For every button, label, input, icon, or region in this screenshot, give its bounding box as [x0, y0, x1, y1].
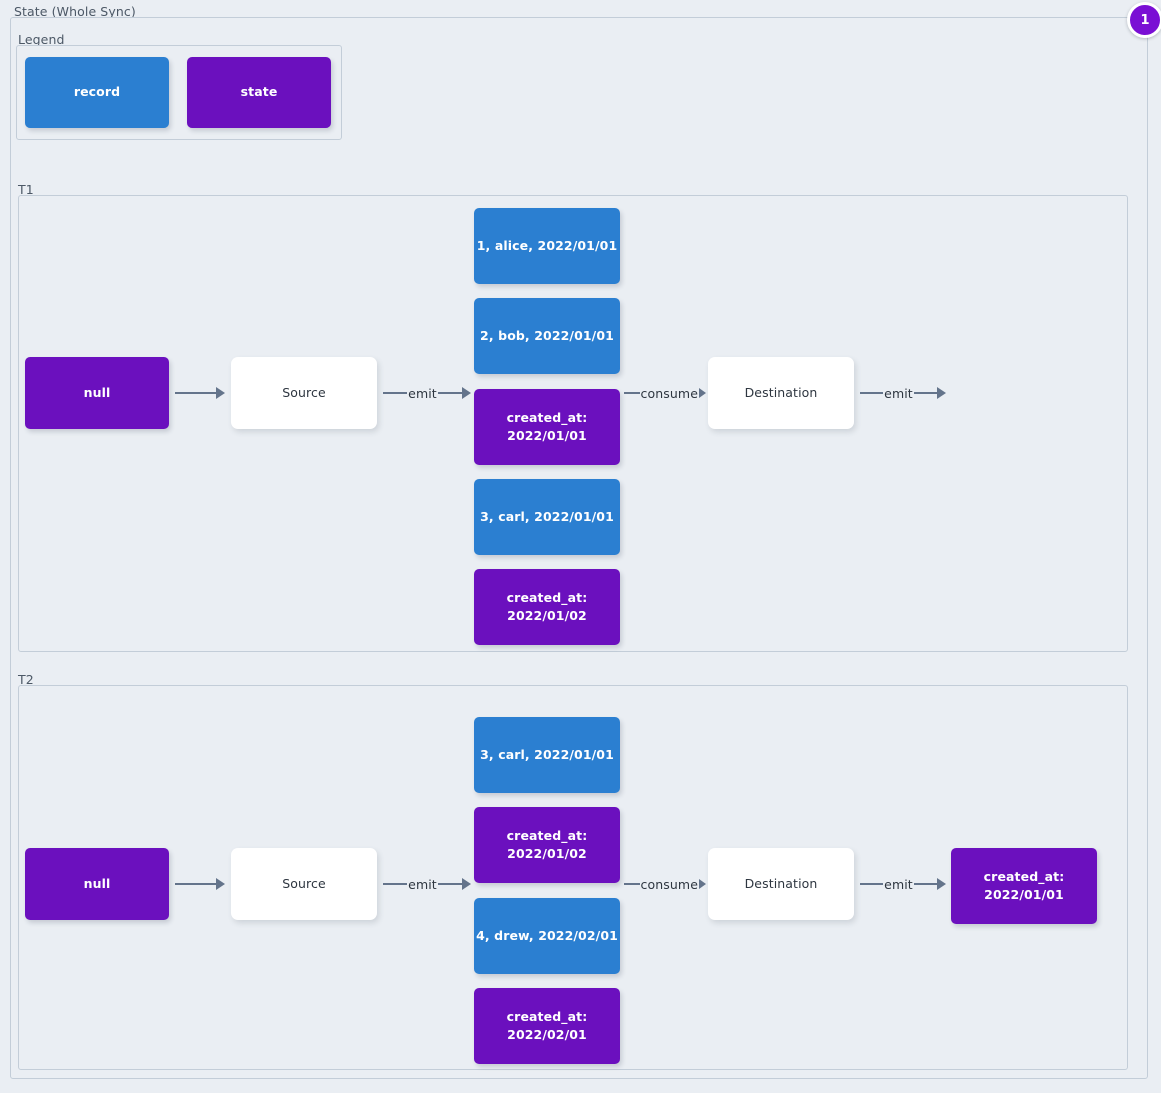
edge-line: [624, 882, 640, 886]
t2-edge-start-to-source: [175, 875, 225, 893]
line-1: created_at:: [506, 409, 588, 425]
line-1: created_at:: [506, 589, 588, 605]
t2-stream-item-text: created_at: 2022/02/01: [507, 1008, 588, 1044]
t1-stream-item-text: 2, bob, 2022/01/01: [480, 327, 614, 345]
arrowhead-icon: [462, 387, 471, 399]
legend-title: Legend: [18, 32, 65, 47]
t2-start-node: null: [25, 848, 169, 920]
t2-stream-item: created_at: 2022/01/02: [474, 807, 620, 883]
line-2: 2022/01/01: [507, 428, 587, 443]
t2-end-node-text: created_at: 2022/01/01: [984, 868, 1065, 904]
t2-source-node-label: Source: [282, 875, 326, 891]
edge-line: [860, 391, 884, 395]
line-1: created_at:: [506, 1008, 588, 1024]
t2-edge-consume-label: consume: [640, 876, 698, 892]
t2-stream-item-text: created_at: 2022/01/02: [507, 827, 588, 863]
t1-source-node: Source: [231, 357, 377, 429]
arrowhead-icon: [699, 879, 706, 889]
t2-edge-source-emit-label: emit: [408, 876, 437, 892]
t1-stream-item: 3, carl, 2022/01/01: [474, 479, 620, 555]
t1-edge-consume: consume: [624, 384, 706, 402]
t2-stream-item-text: 3, carl, 2022/01/01: [480, 746, 614, 764]
edge-line: [175, 391, 216, 395]
arrowhead-icon: [699, 388, 706, 398]
t1-start-node: null: [25, 357, 169, 429]
t1-destination-node: Destination: [708, 357, 854, 429]
line-1: created_at:: [506, 827, 588, 843]
edge-line: [437, 882, 462, 886]
line-1: 2, bob, 2022/01/01: [480, 327, 614, 343]
t1-stream-item-text: created_at: 2022/01/02: [507, 589, 588, 625]
line-1: created_at:: [983, 868, 1065, 884]
t2-start-node-label: null: [83, 875, 111, 891]
t2-source-node: Source: [231, 848, 377, 920]
t1-edge-destination-emit: emit: [860, 384, 946, 402]
arrowhead-icon: [216, 878, 225, 890]
line-2: 2022/02/01: [507, 1027, 587, 1042]
line-2: 2022/01/02: [507, 608, 587, 623]
edge-line: [383, 882, 408, 886]
t2-edge-destination-emit-label: emit: [884, 876, 913, 892]
arrowhead-icon: [937, 878, 946, 890]
t1-source-node-label: Source: [282, 384, 326, 400]
t1-edge-consume-label: consume: [640, 385, 698, 401]
t1-edge-source-emit-label: emit: [408, 385, 437, 401]
t2-stream-item-text: 4, drew, 2022/02/01: [476, 927, 618, 945]
arrowhead-icon: [937, 387, 946, 399]
t1-stream-item: 1, alice, 2022/01/01: [474, 208, 620, 284]
arrowhead-icon: [462, 878, 471, 890]
t1-edge-source-emit: emit: [383, 384, 471, 402]
section-t1-title: T1: [18, 182, 34, 197]
t1-stream-item-text: 3, carl, 2022/01/01: [480, 508, 614, 526]
legend-item-record: record: [25, 57, 169, 128]
arrowhead-icon: [216, 387, 225, 399]
legend-item-record-label: record: [73, 84, 121, 100]
t1-destination-node-label: Destination: [744, 384, 818, 400]
section-t2-title: T2: [18, 672, 34, 687]
line-2: 2022/01/01: [984, 887, 1064, 902]
t1-stream-item: created_at: 2022/01/02: [474, 569, 620, 645]
line-1: 3, carl, 2022/01/01: [480, 746, 614, 762]
edge-line: [913, 882, 937, 886]
t2-destination-node-label: Destination: [744, 875, 818, 891]
edge-line: [913, 391, 937, 395]
t2-end-node: created_at: 2022/01/01: [951, 848, 1097, 924]
line-2: 2022/01/02: [507, 846, 587, 861]
legend-item-state: state: [187, 57, 331, 128]
edge-line: [383, 391, 408, 395]
step-badge-value: 1: [1127, 2, 1161, 38]
t1-edge-destination-emit-label: emit: [884, 385, 913, 401]
t1-edge-start-to-source: [175, 384, 225, 402]
t2-destination-node: Destination: [708, 848, 854, 920]
t2-edge-destination-emit: emit: [860, 875, 946, 893]
legend-item-state-label: state: [240, 84, 278, 100]
line-1: 4, drew, 2022/02/01: [476, 927, 618, 943]
t2-edge-source-emit: emit: [383, 875, 471, 893]
diagram-title: State (Whole Sync): [14, 4, 136, 19]
t1-stream-item-text: 1, alice, 2022/01/01: [477, 237, 618, 255]
t2-stream-item: 3, carl, 2022/01/01: [474, 717, 620, 793]
t1-stream-item-text: created_at: 2022/01/01: [507, 409, 588, 445]
edge-line: [175, 882, 216, 886]
t1-stream-item: created_at: 2022/01/01: [474, 389, 620, 465]
t1-stream-item: 2, bob, 2022/01/01: [474, 298, 620, 374]
line-1: 1, alice, 2022/01/01: [476, 237, 618, 253]
t2-stream-item: 4, drew, 2022/02/01: [474, 898, 620, 974]
edge-line: [860, 882, 884, 886]
t2-edge-consume: consume: [624, 875, 706, 893]
edge-line: [437, 391, 462, 395]
edge-line: [624, 391, 640, 395]
line-1: 3, carl, 2022/01/01: [480, 508, 614, 524]
t2-stream-item: created_at: 2022/02/01: [474, 988, 620, 1064]
t1-start-node-label: null: [83, 384, 111, 400]
step-badge: 1: [1127, 2, 1161, 38]
